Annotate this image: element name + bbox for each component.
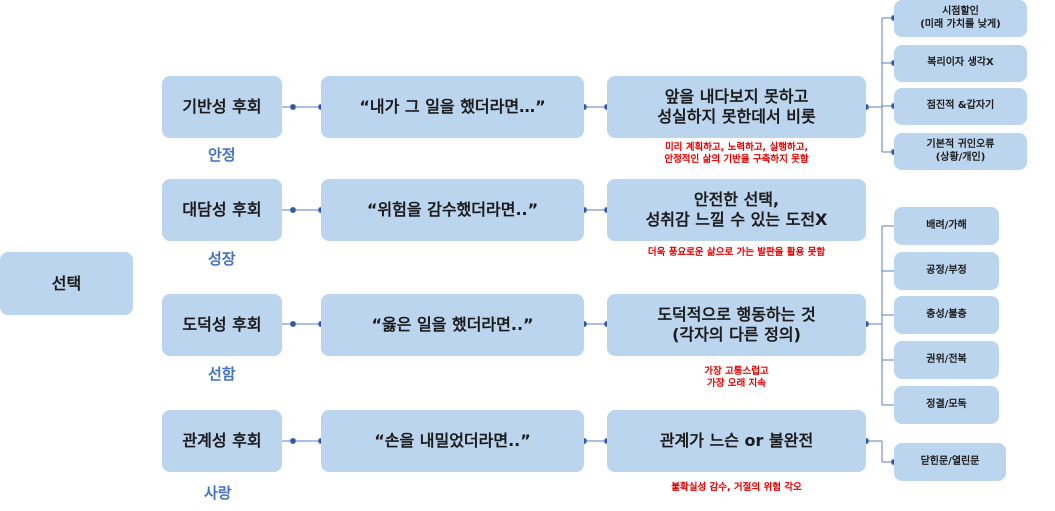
regret-label: 기반성 후회 (182, 97, 262, 116)
detail-box: 복리이자 생각X (894, 45, 1027, 82)
detail-box: 점진적 &갑자기 (894, 88, 1027, 125)
value-label-goodness: 선함 (208, 365, 236, 383)
quote-text: “손을 내밀었더라면..” (374, 431, 531, 450)
note-boldness: 더욱 풍요로운 삶으로 가는 발판을 활용 못함 (647, 247, 826, 258)
detail-box: 충성/불충 (894, 296, 999, 334)
cause-text: 안전한 선택, 성취감 느낄 수 있는 도전X (645, 190, 828, 229)
detail-box: 배려/가해 (894, 207, 999, 245)
cause-text: 관계가 느슨 or 불완전 (659, 431, 814, 450)
regret-box-boldness: 대담성 후회 (162, 179, 282, 241)
note-foundation: 미리 계획하고, 노력하고, 실행하고, 안정적인 삶의 기반을 구축하지 못함 (664, 142, 809, 166)
quote-box-connection: “손을 내밀었더라면..” (321, 410, 584, 472)
regret-label: 대담성 후회 (182, 200, 262, 219)
detail-box: 기본적 귀인오류 (상황/개인) (894, 133, 1027, 170)
cause-box-connection: 관계가 느슨 or 불완전 (607, 410, 866, 472)
quote-text: “내가 그 일을 했더라면…” (359, 97, 546, 116)
regret-box-moral: 도덕성 후회 (162, 294, 282, 356)
value-label-stability: 안정 (208, 146, 236, 164)
quote-box-foundation: “내가 그 일을 했더라면…” (321, 76, 584, 138)
quote-text: “옳은 일을 했더라면..” (371, 315, 534, 334)
cause-box-boldness: 안전한 선택, 성취감 느낄 수 있는 도전X (607, 179, 866, 241)
root-choice-label: 선택 (51, 273, 82, 293)
quote-box-boldness: “위험을 감수했더라면..” (321, 179, 584, 241)
value-label-growth: 성장 (208, 250, 236, 268)
value-label-love: 사랑 (204, 484, 232, 502)
root-choice-box: 선택 (0, 252, 133, 315)
regret-label: 관계성 후회 (182, 431, 262, 450)
detail-box: 시점할인 (미래 가치를 낮게) (894, 0, 1027, 37)
detail-box: 정결/모독 (894, 386, 999, 424)
cause-box-foundation: 앞을 내다보지 못하고 성실하지 못한데서 비롯 (607, 76, 866, 138)
note-moral: 가장 고통스럽고 가장 오래 지속 (704, 366, 769, 390)
quote-box-moral: “옳은 일을 했더라면..” (321, 294, 584, 356)
regret-box-foundation: 기반성 후회 (162, 76, 282, 138)
note-connection: 불확실성 감수, 거절의 위험 각오 (671, 482, 802, 493)
cause-text: 앞을 내다보지 못하고 성실하지 못한데서 비롯 (657, 87, 816, 126)
quote-text: “위험을 감수했더라면..” (366, 200, 539, 219)
regret-label: 도덕성 후회 (182, 315, 262, 334)
detail-box: 닫힌문/열린문 (894, 443, 1006, 481)
detail-box: 권위/전복 (894, 341, 999, 379)
detail-box: 공정/부정 (894, 252, 999, 290)
cause-box-moral: 도덕적으로 행동하는 것 (각자의 다른 정의) (607, 294, 866, 356)
cause-text: 도덕적으로 행동하는 것 (각자의 다른 정의) (657, 305, 816, 344)
regret-box-connection: 관계성 후회 (162, 410, 282, 472)
